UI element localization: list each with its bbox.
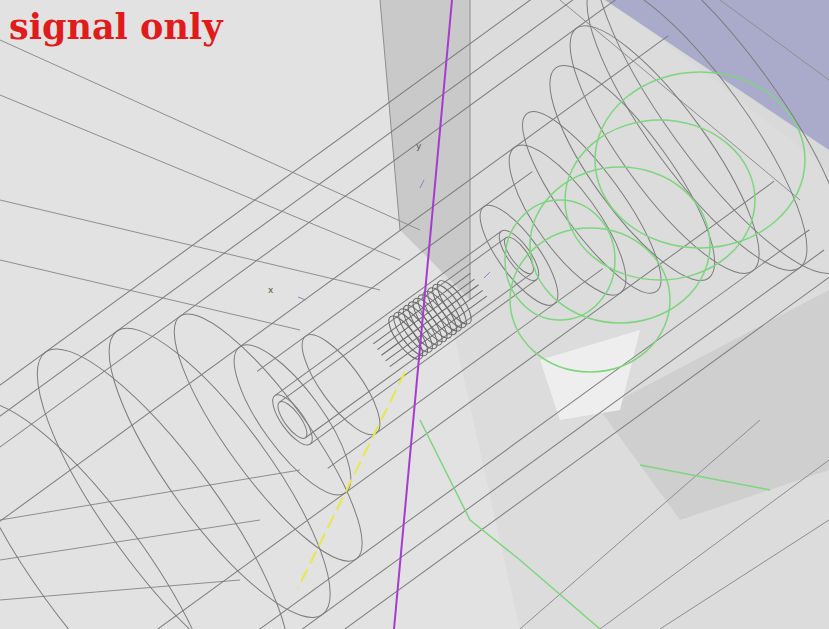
- green-rings: [420, 72, 805, 629]
- axis-marks: [298, 180, 490, 300]
- axis-label: y: [416, 141, 421, 151]
- floor-plane: [540, 330, 640, 420]
- axis-label: x: [268, 285, 273, 295]
- wall-plane: [380, 0, 470, 300]
- title-label: signal only: [9, 6, 223, 47]
- wall-plane: [605, 0, 829, 150]
- purple-track: [394, 0, 452, 629]
- floor-plane: [380, 0, 829, 629]
- yellow-track: [298, 372, 405, 588]
- floor-plane: [0, 0, 520, 629]
